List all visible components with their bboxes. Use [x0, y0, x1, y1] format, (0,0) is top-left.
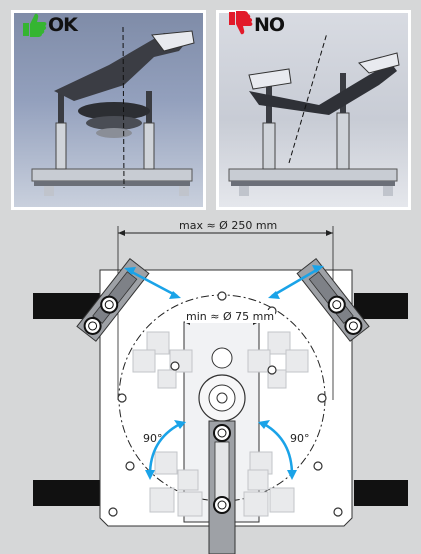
ok-example-panel: [11, 10, 206, 210]
right-angle-label: 90°: [290, 432, 310, 445]
no-label: NO: [254, 14, 285, 36]
thumbs-down-icon: [229, 11, 253, 35]
clamp-top-left: [76, 257, 150, 342]
thumbs-up-icon: [23, 13, 47, 37]
min-dimension-label: min ≈ Ø 75 mm: [185, 310, 276, 323]
clamp-bottom: [208, 420, 236, 554]
adjustment-arrows: [127, 266, 321, 476]
left-bottom-bar: [33, 480, 100, 506]
no-example-panel: [216, 10, 411, 210]
right-top-bar: [354, 293, 408, 319]
clamp-top-right: [296, 257, 370, 342]
incorrect-setup-illustration: [228, 32, 400, 196]
correct-setup-illustration: [31, 26, 195, 196]
ok-label: OK: [48, 14, 78, 36]
clamp-range-diagram: [33, 226, 408, 554]
right-bottom-bar: [354, 480, 408, 506]
left-angle-label: 90°: [143, 432, 163, 445]
max-dimension-label: max ≈ Ø 250 mm: [179, 219, 278, 232]
